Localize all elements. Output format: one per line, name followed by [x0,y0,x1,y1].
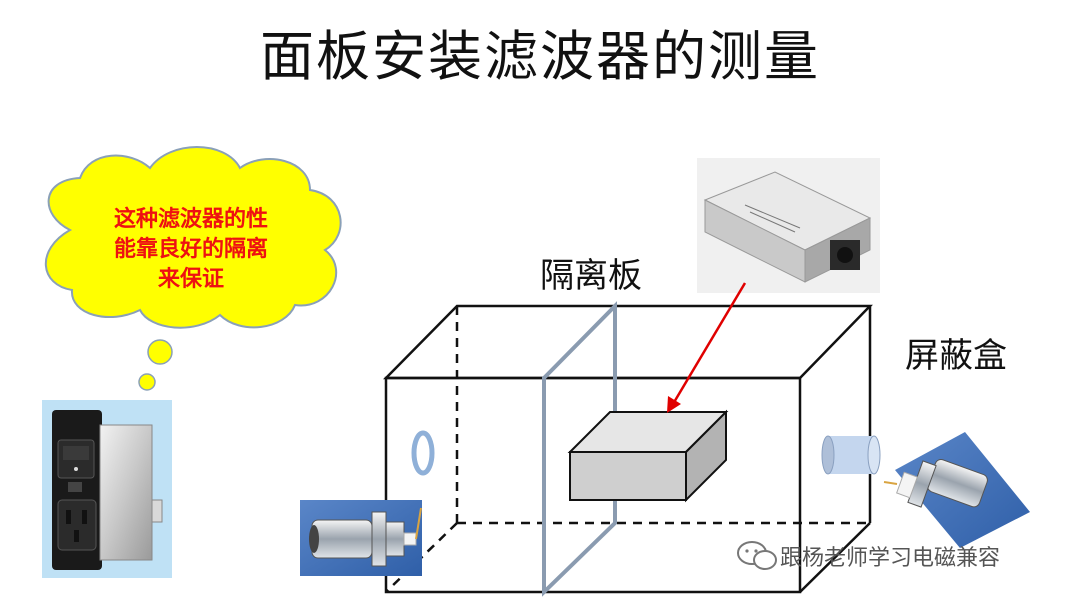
thought-cloud [44,146,342,329]
page-title: 面板安装滤波器的测量 [260,25,820,88]
callout-text: 这种滤波器的性 能靠良好的隔离 来保证 [66,205,316,295]
filter-module-photo [697,158,880,293]
thought-dot-large [147,339,173,365]
bnc-connector-photo-left [300,500,422,576]
bnc-connector-photo-right [883,432,1030,548]
wechat-icon [737,541,777,570]
panel-filter-photo [42,400,172,578]
pointer-arrow [667,282,747,413]
watermark-text: 跟杨老师学习电磁兼容 [780,546,1001,571]
callout-line-2: 能靠良好的隔离 [113,237,268,262]
thought-dot-medium [138,373,156,391]
partition-plate [542,301,617,597]
filter-block [567,409,729,503]
left-port-hole [411,430,435,476]
right-port-connector [821,435,881,475]
shield-box-label: 屏蔽盒 [905,336,1007,376]
callout-line-1: 这种滤波器的性 [113,207,268,232]
callout-line-3: 来保证 [157,267,224,292]
partition-label: 隔离板 [540,256,642,296]
